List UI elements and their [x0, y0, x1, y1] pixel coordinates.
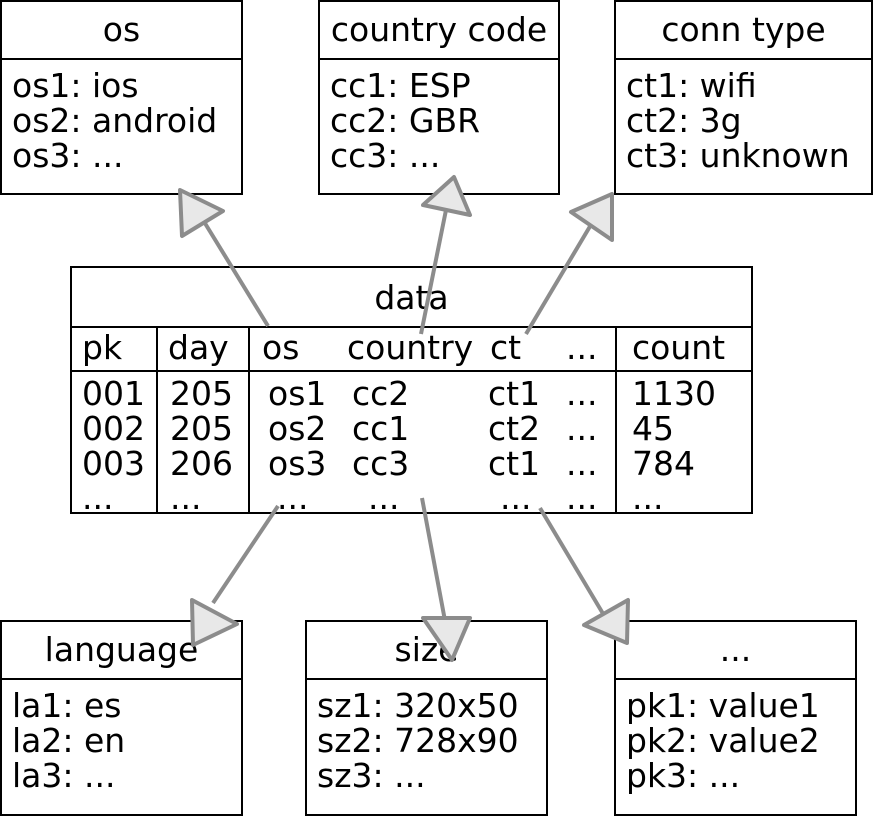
cell-pk: ... [82, 478, 114, 517]
cell-ct: ct2 [488, 409, 541, 448]
table-row: 002 205 os2 cc1 ct2 ... 45 [72, 411, 751, 446]
cell-os: os2 [268, 409, 327, 448]
cell-os: os1 [268, 374, 327, 413]
cell-day: ... [170, 478, 202, 517]
country-code-entry: cc2: GBR [330, 101, 481, 140]
other-dimension-table-title: ... [616, 622, 855, 680]
other-dimension-entry: pk2: value2 [626, 721, 820, 760]
table-row: 001 205 os1 cc2 ct1 ... 1130 [72, 376, 751, 411]
cell-country: cc2 [352, 374, 410, 413]
size-table-title: size [307, 622, 546, 680]
country-code-table-body: cc1: ESP cc2: GBR cc3: ... [320, 60, 558, 173]
cell-country: cc1 [352, 409, 410, 448]
other-dimension-entry: pk3: ... [626, 756, 741, 795]
column-divider [615, 326, 617, 512]
language-entry: la3: ... [12, 756, 116, 795]
country-code-table-title: country code [320, 2, 558, 60]
column-divider [156, 326, 158, 512]
column-header-more: ... [566, 328, 598, 367]
language-table-title: language [2, 622, 241, 680]
other-dimension-table: ... pk1: value1 pk2: value2 pk3: ... [614, 620, 857, 816]
cell-pk: 003 [82, 444, 145, 483]
cell-os: ... [277, 478, 309, 517]
country-code-entry: cc1: ESP [330, 66, 471, 105]
size-table-body: sz1: 320x50 sz2: 728x90 sz3: ... [307, 680, 546, 793]
os-entry: os2: android [12, 101, 218, 140]
os-table: os os1: ios os2: android os3: ... [0, 0, 243, 195]
language-table: language la1: es la2: en la3: ... [0, 620, 243, 816]
other-dimension-table-body: pk1: value1 pk2: value2 pk3: ... [616, 680, 855, 793]
data-table-header: pk day os country ct ... count [72, 328, 751, 372]
cell-more: ... [566, 478, 598, 517]
cell-more: ... [566, 374, 598, 413]
size-entry: sz1: 320x50 [317, 686, 519, 725]
cell-day: 206 [170, 444, 233, 483]
column-header-os: os [262, 328, 300, 367]
conn-type-entry: ct1: wifi [626, 66, 757, 105]
cell-ct: ct1 [488, 374, 541, 413]
os-table-title: os [2, 2, 241, 60]
column-header-day: day [168, 328, 229, 367]
country-code-entry: cc3: ... [330, 136, 441, 175]
cell-os: os3 [268, 444, 327, 483]
data-table: data pk day os country ct ... count 001 … [70, 266, 753, 515]
table-row: 003 206 os3 cc3 ct1 ... 784 [72, 446, 751, 481]
cell-ct: ct1 [488, 444, 541, 483]
language-table-body: la1: es la2: en la3: ... [2, 680, 241, 793]
size-table: size sz1: 320x50 sz2: 728x90 sz3: ... [305, 620, 548, 816]
column-header-pk: pk [82, 328, 123, 367]
conn-type-table: conn type ct1: wifi ct2: 3g ct3: unknown [614, 0, 873, 195]
cell-count: 1130 [632, 374, 716, 413]
column-divider [248, 326, 250, 512]
os-table-body: os1: ios os2: android os3: ... [2, 60, 241, 173]
column-header-ct: ct [490, 328, 522, 367]
cell-pk: 002 [82, 409, 145, 448]
country-code-table: country code cc1: ESP cc2: GBR cc3: ... [318, 0, 560, 195]
column-header-count: count [632, 328, 726, 367]
data-table-title: data [72, 268, 751, 328]
cell-more: ... [566, 444, 598, 483]
cell-country: cc3 [352, 444, 410, 483]
conn-type-entry: ct3: unknown [626, 136, 850, 175]
os-entry: os1: ios [12, 66, 139, 105]
os-entry: os3: ... [12, 136, 124, 175]
conn-type-entry: ct2: 3g [626, 101, 742, 140]
cell-pk: 001 [82, 374, 145, 413]
cell-day: 205 [170, 374, 233, 413]
size-entry: sz3: ... [317, 756, 426, 795]
conn-type-table-title: conn type [616, 2, 871, 60]
cell-count: 45 [632, 409, 674, 448]
cell-more: ... [566, 409, 598, 448]
other-dimension-entry: pk1: value1 [626, 686, 820, 725]
conn-type-table-body: ct1: wifi ct2: 3g ct3: unknown [616, 60, 871, 173]
size-entry: sz2: 728x90 [317, 721, 519, 760]
column-header-country: country [347, 328, 474, 367]
cell-count: 784 [632, 444, 695, 483]
table-row: ... ... ... ... ... ... ... [72, 480, 751, 515]
cell-ct: ... [500, 478, 532, 517]
language-entry: la1: es [12, 686, 122, 725]
cell-country: ... [368, 478, 400, 517]
language-entry: la2: en [12, 721, 126, 760]
cell-count: ... [632, 478, 664, 517]
cell-day: 205 [170, 409, 233, 448]
